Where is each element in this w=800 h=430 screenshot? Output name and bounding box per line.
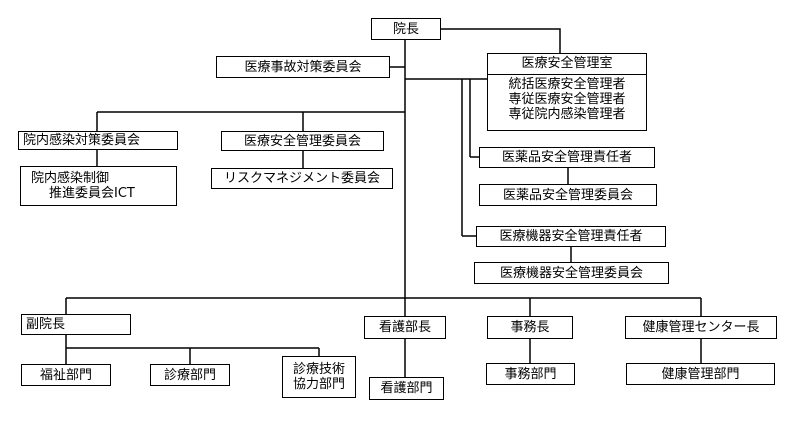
welfare-dept-box: 福祉部門 — [21, 364, 111, 386]
welfare-dept-label: 福祉部門 — [39, 367, 92, 383]
device-manager-label: 医療機器安全管理責任者 — [499, 229, 643, 244]
nursing-director-label: 看護部長 — [378, 320, 431, 335]
safety-office-member: 専従医療安全管理者 — [508, 92, 626, 107]
health-director-label: 健康管理センター長 — [642, 320, 760, 335]
safety-office-title: 医療安全管理室 — [521, 56, 613, 71]
nursing-dept-box: 看護部門 — [369, 377, 444, 400]
drug-committee-box: 医薬品安全管理委員会 — [479, 184, 657, 206]
infection-control-line-1: 院内感染制御 — [31, 171, 110, 186]
medical-dept-label: 診療部門 — [163, 367, 216, 383]
infection-committee-box: 院内感染対策委員会 — [18, 131, 178, 150]
tech-dept-line-2: 協力部門 — [292, 377, 345, 392]
nursing-dept-label: 看護部門 — [380, 381, 433, 396]
infection-committee-label: 院内感染対策委員会 — [23, 133, 141, 148]
line-director-safety-office — [441, 28, 561, 53]
safety-office-member: 統括医療安全管理者 — [508, 77, 626, 92]
safety-office-member: 専従院内感染管理者 — [508, 107, 626, 122]
safety-committee-box: 医療安全管理委員会 — [221, 131, 384, 151]
accident-committee-label: 医療事故対策委員会 — [244, 59, 362, 75]
safety-committee-label: 医療安全管理委員会 — [243, 133, 361, 149]
health-director-box: 健康管理センター長 — [625, 316, 777, 339]
risk-committee-label: リスクマネジメント委員会 — [223, 171, 380, 186]
drug-manager-box: 医薬品安全管理責任者 — [479, 147, 655, 168]
admin-director-label: 事務長 — [510, 320, 550, 335]
director-label: 院長 — [392, 21, 419, 37]
device-committee-box: 医療機器安全管理委員会 — [474, 262, 669, 284]
drug-manager-label: 医薬品安全管理責任者 — [501, 150, 632, 165]
admin-director-box: 事務長 — [487, 316, 573, 339]
admin-dept-box: 事務部門 — [486, 363, 575, 385]
health-dept-label: 健康管理部門 — [661, 366, 740, 382]
risk-committee-box: リスクマネジメント委員会 — [211, 168, 393, 189]
director-box: 院長 — [371, 18, 441, 40]
device-manager-box: 医療機器安全管理責任者 — [476, 226, 666, 247]
infection-control-box: 院内感染制御 推進委員会ICT — [20, 166, 177, 206]
drug-committee-label: 医薬品安全管理委員会 — [502, 187, 633, 203]
safety-office-box: 医療安全管理室 統括医療安全管理者 専従医療安全管理者 専従院内感染管理者 — [487, 53, 647, 131]
infection-control-line-2: 推進委員会ICT — [49, 186, 135, 201]
tech-dept-box: 診療技術 協力部門 — [282, 356, 356, 398]
health-dept-box: 健康管理部門 — [626, 363, 775, 385]
device-committee-label: 医療機器安全管理委員会 — [499, 265, 643, 281]
accident-committee-box: 医療事故対策委員会 — [216, 56, 390, 78]
vice-director-label: 副院長 — [26, 317, 66, 332]
admin-dept-label: 事務部門 — [504, 366, 557, 382]
nursing-director-box: 看護部長 — [364, 316, 446, 339]
medical-dept-box: 診療部門 — [150, 364, 230, 386]
vice-director-box: 副院長 — [21, 314, 131, 335]
tech-dept-line-1: 診療技術 — [292, 362, 345, 377]
